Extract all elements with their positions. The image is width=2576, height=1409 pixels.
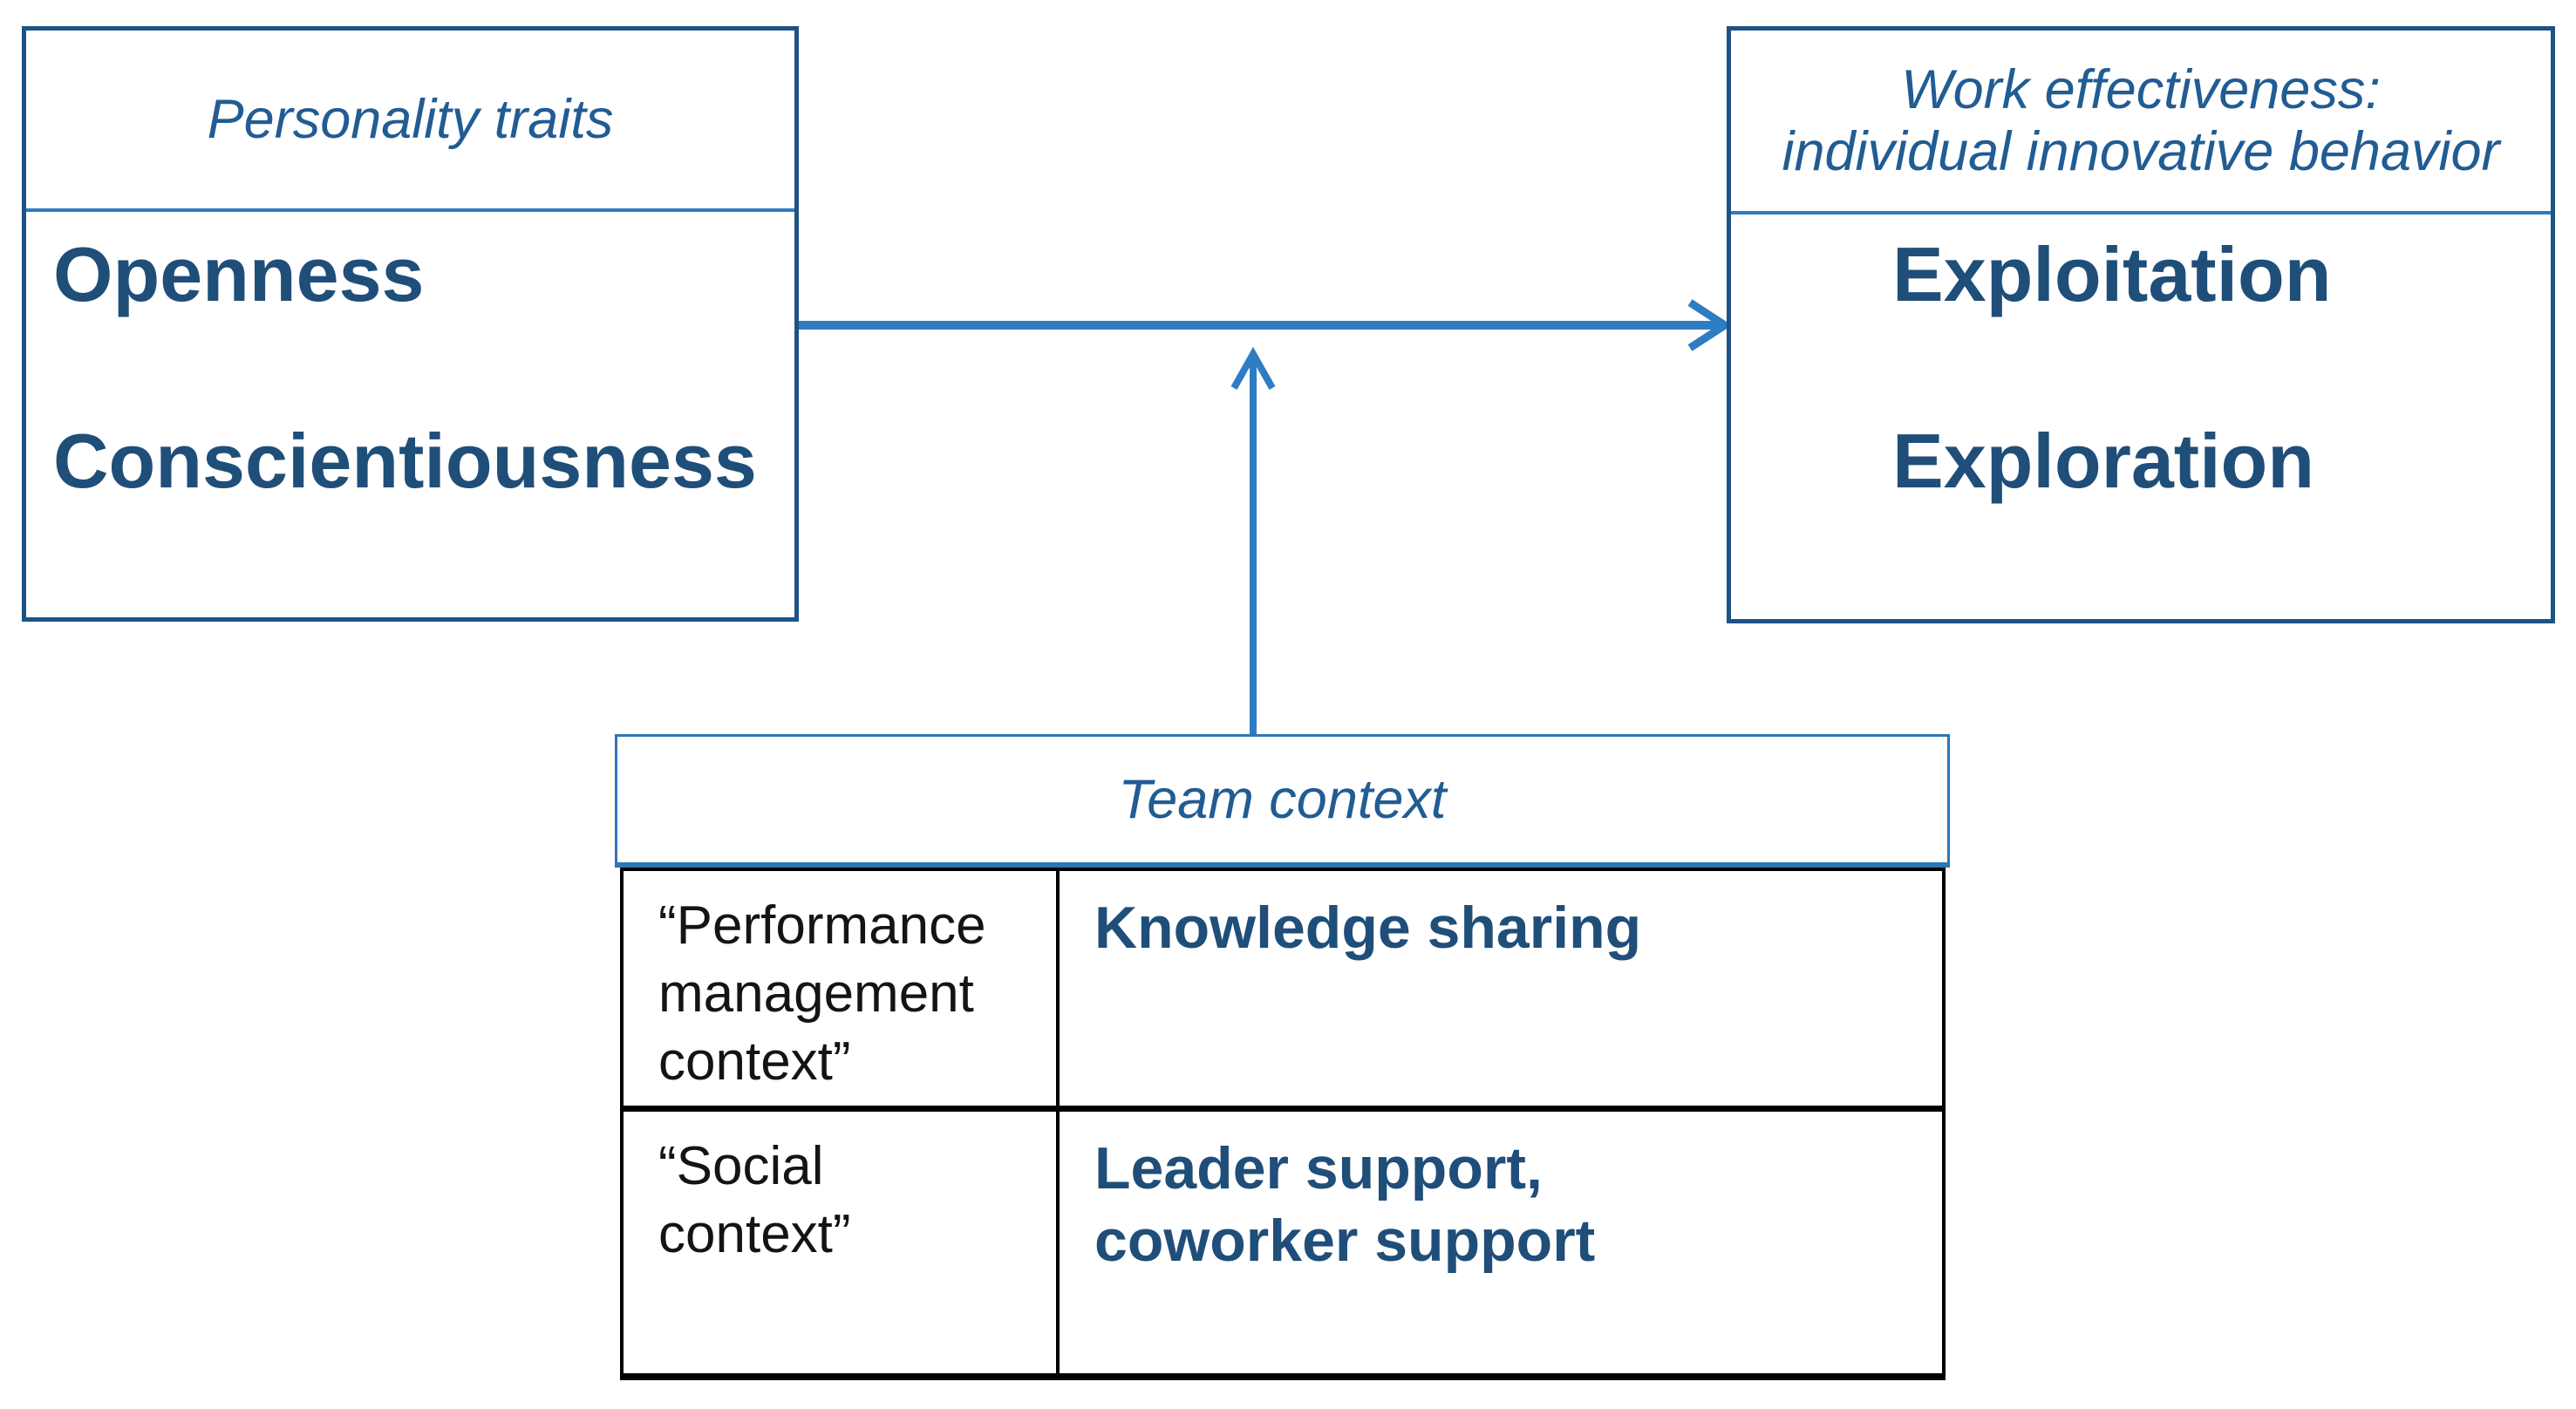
row-value-knowledge-sharing: Knowledge sharing	[1094, 895, 1642, 961]
table-row: “Social context”	[624, 1112, 1060, 1373]
team-context-header: Team context	[615, 734, 1950, 868]
work-item-exploitation: Exploitation	[1892, 231, 2332, 317]
moderation-arrow	[1230, 346, 1276, 737]
table-row: Leader support, coworker support	[1060, 1112, 1942, 1373]
main-effect-arrow	[799, 299, 1733, 351]
work-effectiveness-box: Work effectiveness: individual innovativ…	[1727, 26, 2555, 623]
personality-traits-header: Personality traits	[26, 31, 794, 212]
personality-item-conscientiousness: Conscientiousness	[53, 418, 757, 504]
personality-item-openness: Openness	[53, 231, 425, 317]
table-row: “Performance management context”	[624, 871, 1060, 1112]
row-value-leader-coworker-support: Leader support, coworker support	[1094, 1135, 1596, 1274]
row-label-performance-management-context: “Performance management context”	[658, 895, 986, 1092]
personality-traits-box: Personality traits Openness Conscientiou…	[22, 26, 799, 622]
work-item-exploration: Exploration	[1892, 418, 2315, 504]
table-row: Knowledge sharing	[1060, 871, 1942, 1112]
row-label-social-context: “Social context”	[658, 1136, 851, 1265]
team-context-table: “Performance management context” Knowled…	[620, 868, 1946, 1380]
work-effectiveness-header: Work effectiveness: individual innovativ…	[1731, 31, 2551, 214]
